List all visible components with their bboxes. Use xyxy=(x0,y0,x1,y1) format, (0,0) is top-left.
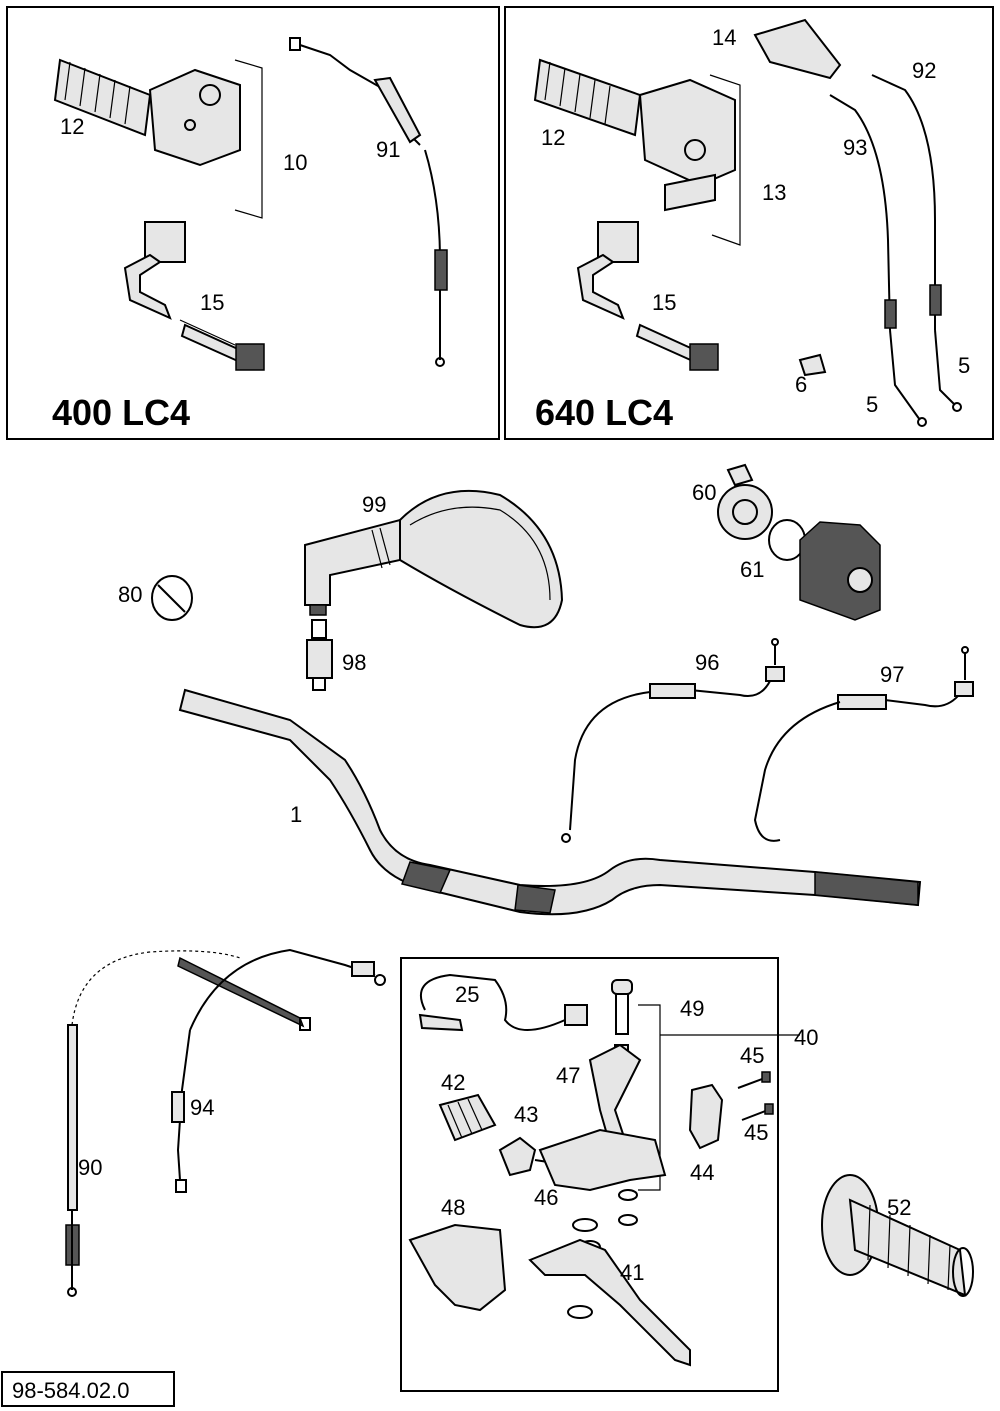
throttle-cables-92-93 xyxy=(829,74,962,427)
label-12-left: 12 xyxy=(60,114,84,139)
label-99: 99 xyxy=(362,492,386,517)
label-48: 48 xyxy=(441,1195,465,1220)
throttle-grip-right xyxy=(533,58,741,246)
label-5-bottom: 5 xyxy=(866,392,878,417)
label-94: 94 xyxy=(190,1095,214,1120)
cable-97 xyxy=(753,646,974,842)
label-52: 52 xyxy=(887,1195,911,1220)
adapter-98 xyxy=(306,619,333,691)
model-640lc4: 640 LC4 xyxy=(535,392,673,433)
label-13: 13 xyxy=(762,180,786,205)
label-92: 92 xyxy=(912,58,936,83)
label-45-bottom: 45 xyxy=(744,1120,768,1145)
lever-arm-47 xyxy=(588,1043,642,1147)
label-5-right: 5 xyxy=(958,353,970,378)
throttle-cover-14 xyxy=(753,18,842,80)
label-43: 43 xyxy=(514,1102,538,1127)
lever-base-46 xyxy=(538,1128,667,1226)
label-6: 6 xyxy=(795,372,807,397)
clamp-44 xyxy=(688,1083,724,1150)
kill-switch-right xyxy=(576,221,719,371)
label-90: 90 xyxy=(78,1155,102,1180)
grip-52 xyxy=(821,1174,974,1297)
cable-94 xyxy=(171,948,386,1193)
lever-assembly-frame xyxy=(400,957,779,1392)
label-96: 96 xyxy=(695,650,719,675)
sensor-25 xyxy=(418,973,588,1032)
lever-cover-48 xyxy=(408,1223,507,1312)
panel-400lc4-frame xyxy=(6,6,500,440)
lever-41 xyxy=(528,1218,691,1367)
label-47: 47 xyxy=(556,1063,580,1088)
label-41: 41 xyxy=(620,1260,644,1285)
kill-switch-left xyxy=(123,221,265,371)
label-12-right: 12 xyxy=(541,125,565,150)
label-97: 97 xyxy=(880,662,904,687)
handlebar-1 xyxy=(178,688,922,916)
label-25: 25 xyxy=(455,982,479,1007)
model-400lc4: 400 LC4 xyxy=(52,392,190,433)
label-45-top: 45 xyxy=(740,1043,764,1068)
label-15-right: 15 xyxy=(652,290,676,315)
mirror-99 xyxy=(304,489,564,629)
screws-45 xyxy=(737,1071,774,1121)
clip-6 xyxy=(798,353,827,377)
cable-tie-80 xyxy=(151,575,193,621)
label-80: 80 xyxy=(118,582,142,607)
adjuster-43 xyxy=(498,1136,549,1177)
label-14: 14 xyxy=(712,25,736,50)
label-42: 42 xyxy=(441,1070,465,1095)
label-10: 10 xyxy=(283,150,307,175)
throttle-cable-91 xyxy=(289,37,448,367)
label-60: 60 xyxy=(692,480,716,505)
label-98: 98 xyxy=(342,650,366,675)
label-93: 93 xyxy=(843,135,867,160)
label-1: 1 xyxy=(290,802,302,827)
label-44: 44 xyxy=(690,1160,714,1185)
throttle-grip-left xyxy=(53,58,263,219)
panel-640lc4-frame xyxy=(504,6,994,440)
label-46: 46 xyxy=(534,1185,558,1210)
switch-housing-60-61 xyxy=(717,463,881,621)
label-61: 61 xyxy=(740,557,764,582)
label-91: 91 xyxy=(376,137,400,162)
cable-90 xyxy=(65,950,241,1297)
label-49: 49 xyxy=(680,996,704,1021)
label-15-left: 15 xyxy=(200,290,224,315)
cable-96 xyxy=(561,638,785,843)
bushing-42 xyxy=(438,1093,497,1142)
label-40: 40 xyxy=(794,1025,818,1050)
reference-number: 98-584.02.0 xyxy=(12,1378,129,1403)
reference-box xyxy=(1,1371,175,1407)
